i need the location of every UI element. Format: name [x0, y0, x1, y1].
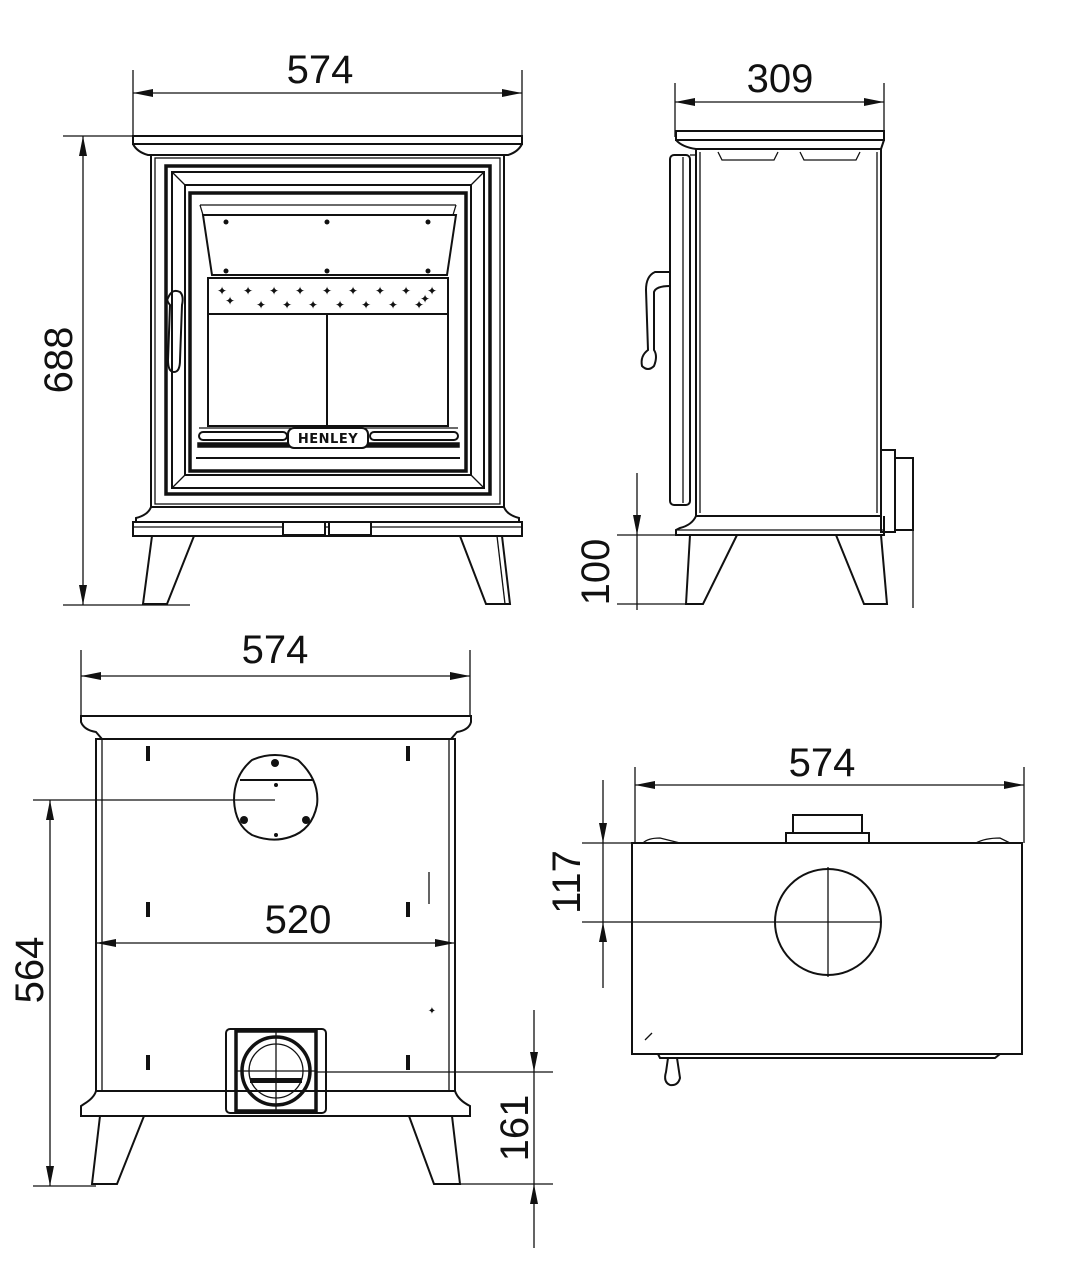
top-width-dimension: 574	[634, 741, 1025, 843]
rear-air-inlet-height-label: 161	[493, 1095, 537, 1162]
svg-text:✦: ✦	[401, 284, 411, 298]
rear-inner-width-label: 520	[265, 898, 332, 942]
side-leg-height-label: 100	[574, 539, 618, 606]
top-flue-collar	[792, 814, 863, 834]
top-body	[631, 842, 1023, 1055]
plinth	[132, 506, 523, 537]
door-handle	[166, 289, 184, 374]
side-depth-label: 309	[747, 57, 814, 101]
svg-text:✦: ✦	[375, 284, 385, 298]
brand-plate: HENLEY	[197, 427, 460, 449]
rear-view: 574 ✦ 564	[8, 628, 553, 1248]
top-width-label: 574	[789, 741, 856, 785]
rear-inner-width-dimension: 520	[96, 898, 455, 947]
side-air-spigot	[880, 449, 914, 608]
top-cap	[132, 135, 523, 156]
rear-air-spigot	[225, 1028, 327, 1114]
svg-text:✦: ✦	[308, 298, 318, 312]
front-height-dimension: 688	[37, 135, 190, 606]
front-width-dimension: 574	[132, 48, 523, 135]
rear-flue-height-dimension: 564	[8, 799, 275, 1187]
rear-width-label: 574	[242, 628, 309, 672]
svg-text:✦: ✦	[348, 284, 358, 298]
svg-text:✦: ✦	[322, 284, 332, 298]
legs	[141, 535, 512, 605]
svg-text:✦: ✦	[428, 1006, 436, 1017]
svg-text:✦: ✦	[295, 284, 305, 298]
brand-label: HENLEY	[298, 432, 358, 447]
svg-text:✦: ✦	[225, 294, 235, 308]
mounting-slots	[146, 746, 410, 1070]
top-view: 574 117	[545, 741, 1025, 1087]
airwash-strip: ✦✦✦ ✦✦✦ ✦✦✦ ✦✦✦ ✦✦✦ ✦✦✦	[207, 277, 449, 315]
svg-text:✦: ✦	[420, 292, 430, 306]
side-body	[695, 148, 882, 517]
top-flue-offset-dimension: 117	[545, 780, 882, 988]
svg-text:✦: ✦	[217, 284, 227, 298]
side-view: 309	[574, 57, 914, 610]
front-height-label: 688	[37, 327, 81, 394]
svg-text:✦: ✦	[282, 298, 292, 312]
top-flue-offset-label: 117	[545, 850, 589, 914]
svg-text:✦: ✦	[388, 298, 398, 312]
firebox-baffle	[199, 204, 458, 276]
svg-text:✦: ✦	[427, 284, 437, 298]
svg-text:✦: ✦	[256, 298, 266, 312]
svg-text:✦: ✦	[414, 298, 424, 312]
svg-text:✦: ✦	[269, 284, 279, 298]
front-body	[150, 154, 505, 508]
rear-width-dimension: 574	[80, 628, 471, 715]
side-door-edge	[669, 154, 696, 506]
svg-text:✦: ✦	[243, 284, 253, 298]
rear-flue-knockout	[232, 754, 319, 841]
door-frame	[164, 164, 492, 496]
top-door-handle	[664, 1057, 682, 1087]
front-view: 574 688	[37, 48, 523, 606]
front-width-label: 574	[287, 48, 354, 92]
svg-text:✦: ✦	[361, 298, 371, 312]
side-depth-dimension: 309	[674, 57, 885, 137]
side-leg-height-dimension: 100	[574, 473, 686, 610]
side-door-handle	[640, 271, 671, 370]
svg-text:✦: ✦	[335, 298, 345, 312]
rear-air-inlet-height-dimension: 161	[316, 1010, 553, 1248]
rear-flue-height-label: 564	[8, 937, 52, 1004]
